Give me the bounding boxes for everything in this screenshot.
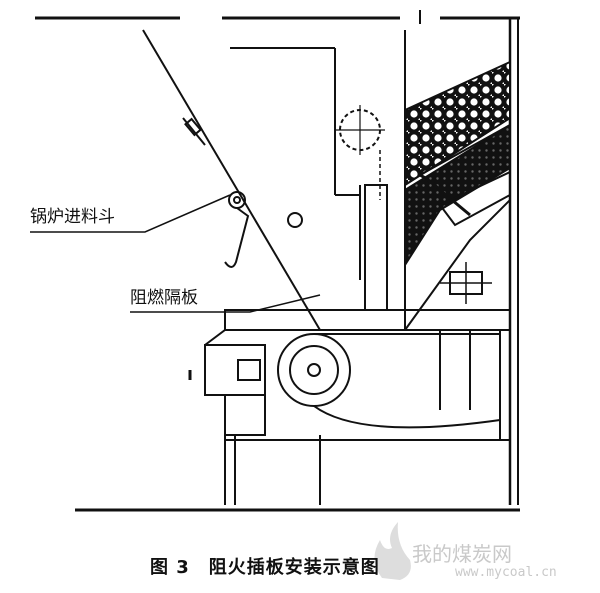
figure-caption: 图 3 阻火插板安装示意图 [150,557,380,578]
plate-leader-line [130,294,321,313]
watermark-url: www.mycoal.cn [455,565,557,580]
base-frame [75,435,520,512]
flame-retardant-plate [359,184,388,311]
bolt-bracket [440,262,492,304]
watermark-text: 我的煤炭网 [412,542,512,566]
right-wall [508,18,519,505]
gate-marker [335,105,385,200]
hopper-label: 锅炉进料斗 [30,207,115,227]
watermark-flame-icon [374,522,411,580]
top-frame-lines [35,10,520,24]
plate-label: 阻燃隔板 [130,288,198,308]
hopper-leader-line [30,194,231,233]
damper-handle [182,117,250,268]
coal-bed [404,60,511,331]
roller-assembly [188,309,511,440]
boiler-feed-hopper [142,29,406,331]
